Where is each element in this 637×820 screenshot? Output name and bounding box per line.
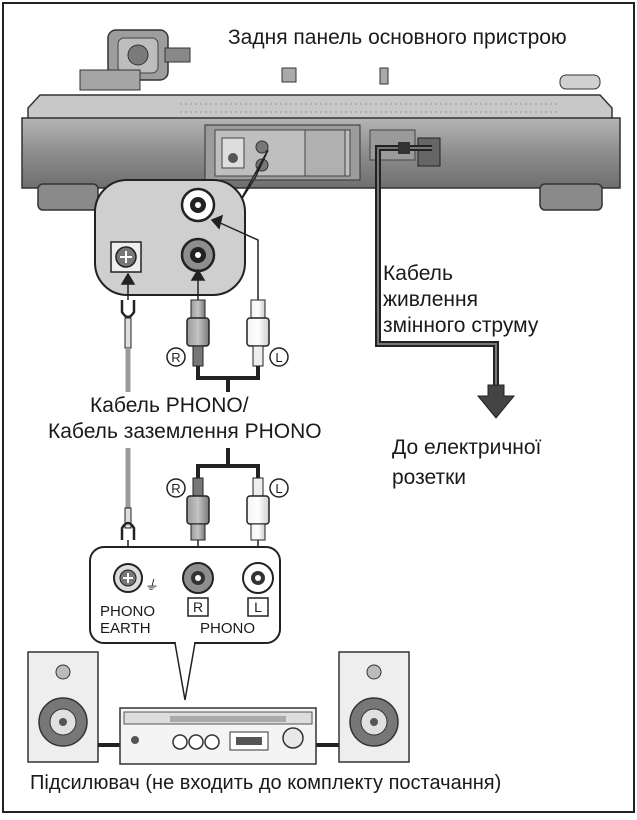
channel-l-lower: L — [275, 481, 282, 496]
amp-r-label: R — [193, 599, 203, 615]
channel-r-top: R — [171, 350, 180, 365]
phono-cable-label-1: Кабель PHONO/ — [90, 394, 249, 417]
turntable-rear-view — [21, 29, 621, 211]
outlet-label-2: розетки — [392, 466, 467, 489]
speaker-left — [27, 651, 99, 763]
phono-label: PHONO — [200, 620, 256, 637]
insert-arrows-top — [120, 214, 259, 300]
speaker-right — [338, 651, 410, 763]
phono-earth-label-2: EARTH — [100, 620, 151, 637]
amplifier — [119, 707, 317, 765]
amp-l-label: L — [254, 599, 262, 615]
phono-cable-lower — [196, 448, 260, 480]
phono-earth-label-1: PHONO — [100, 603, 156, 620]
amplifier-caption: Підсилювач (не входить до комплекту пост… — [30, 772, 502, 794]
amplifier-terminal-panel: ⏚ — [89, 546, 281, 701]
ac-cable-label-2: живлення — [383, 288, 478, 311]
svg-text:⏚: ⏚ — [144, 577, 158, 593]
channel-r-lower: R — [171, 481, 180, 496]
channel-markers-top — [166, 347, 289, 367]
channel-markers-lower — [166, 478, 289, 498]
phono-cable-upper — [196, 366, 260, 392]
rear-panel-title: Задня панель основного пристрою — [228, 26, 567, 49]
channel-l-top: L — [275, 350, 282, 365]
phono-cable-label-2: Кабель заземлення PHONO — [48, 420, 322, 443]
phono-cable-upper-plugs — [120, 299, 270, 367]
ac-power-cable — [375, 142, 516, 419]
ac-cable-label-1: Кабель — [383, 262, 453, 285]
phono-terminal-zoom — [94, 149, 269, 296]
outlet-label-1: До електричної — [392, 436, 542, 459]
phono-cable-lower-plugs — [120, 477, 270, 541]
outlet-arrow-icon — [476, 384, 516, 419]
ac-cable-label-3: змінного струму — [383, 314, 539, 337]
